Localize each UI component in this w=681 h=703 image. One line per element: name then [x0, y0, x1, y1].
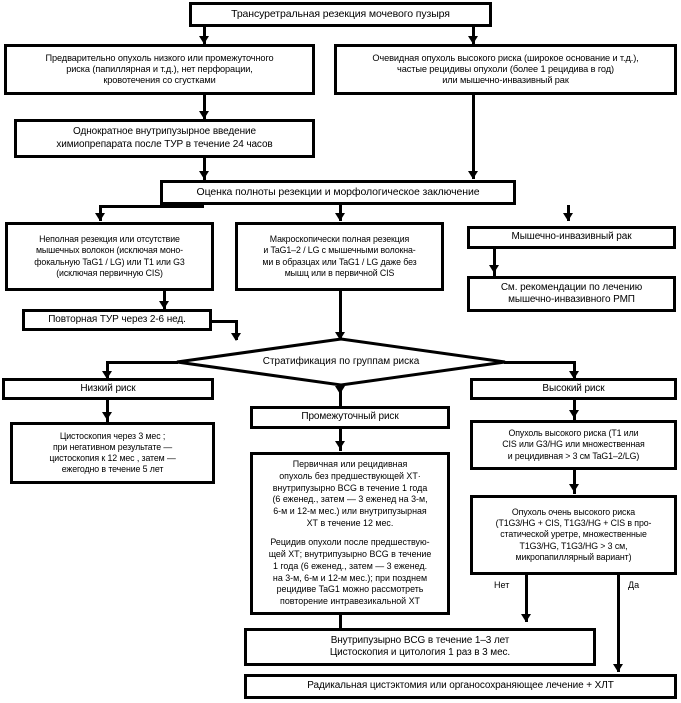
node-risk-stratification-label: Стратификация по группам риска: [262, 356, 420, 367]
connector-high-risk-to-assessment: [472, 95, 475, 179]
arrow-diamond-to-high: [569, 371, 579, 379]
arrow-low-to-followup: [102, 412, 112, 420]
arrow-repeat-to-diamond: [231, 333, 241, 341]
arrow-instillation-to-assessment: [199, 171, 209, 179]
node-radical-cystectomy: Радикальная цистэктомия или органосохран…: [244, 674, 677, 699]
arrow-turbt-left: [199, 36, 209, 44]
connector-high-tumor-to-very-high: [573, 470, 576, 494]
arrow-diamond-to-low: [102, 371, 112, 379]
node-high-risk-tumor: Опухоль высокого риска (T1 или CIS или G…: [470, 420, 677, 470]
edge-label-no: Нет: [494, 580, 510, 590]
arrow-assessment-middle: [335, 213, 345, 221]
connector-repeat-elbow-down: [235, 320, 238, 340]
node-complete-resection: Макроскопически полная резекция и TaG1–2…: [235, 222, 444, 291]
arrow-no-to-bcg: [521, 614, 531, 622]
arrow-high-risk-to-assessment: [468, 171, 478, 179]
connector-intermediate-to-treatment: [339, 429, 342, 451]
arrow-high-to-tumor: [569, 410, 579, 418]
arrow-complete-to-diamond: [335, 332, 345, 340]
connector-repeat-elbow: [210, 320, 238, 323]
connector-diamond-left: [106, 361, 178, 364]
arrow-muscle-invasive-to-recs: [489, 265, 499, 273]
node-repeat-turbt: Повторная ТУР через 2-6 нед.: [22, 309, 212, 331]
connector-diamond-right-down: [573, 361, 576, 378]
node-very-high-risk-tumor: Опухоль очень высокого риска (T1G3/HG + …: [470, 495, 677, 575]
node-low-risk: Низкий риск: [2, 378, 214, 400]
node-bcg-maintenance: Внутрипузырно BCG в течение 1–3 лет Цист…: [244, 628, 596, 666]
arrow-high-tumor-to-very-high: [569, 484, 579, 492]
arrow-assessment-right: [563, 213, 573, 221]
connector-assessment-bus-left: [99, 205, 204, 208]
node-high-risk-obvious: Очевидная опухоль высокого риска (широко…: [334, 44, 677, 95]
connector-incomplete-to-repeat: [163, 291, 166, 309]
node-low-interm-suspected: Предварительно опухоль низкого или проме…: [4, 44, 315, 95]
node-see-recommendations: См. рекомендации по лечению мышечно-инва…: [467, 276, 676, 312]
connector-instillation-to-assessment: [203, 158, 206, 182]
connector-turbt-right: [472, 27, 475, 44]
connector-very-high-no: [525, 575, 528, 622]
node-resection-assessment: Оценка полноты резекции и морфологическо…: [160, 180, 516, 205]
intermediate-treatment-paragraph-1: Первичная или рецидивная опухоль без пре…: [272, 458, 428, 529]
arrow-assessment-left: [95, 213, 105, 221]
node-turbt: Трансуретральная резекция мочевого пузыр…: [189, 2, 492, 27]
connector-diamond-to-intermediate-box: [339, 400, 342, 408]
node-high-risk: Высокий риск: [470, 378, 677, 400]
arrow-incomplete-to-repeat: [159, 301, 169, 309]
edge-label-yes: Да: [628, 580, 640, 590]
arrow-intermediate-to-treatment: [335, 441, 345, 449]
node-single-instillation: Однократное внутрипузырное введение хими…: [14, 119, 315, 158]
arrow-yes-to-cystectomy: [613, 664, 623, 672]
connector-diamond-right: [504, 361, 576, 364]
arrow-to-single-instillation: [199, 111, 209, 119]
connector-turbt-left: [203, 27, 206, 44]
connector-muscle-invasive-to-recs: [493, 249, 496, 276]
connector-low-to-followup: [106, 400, 109, 422]
connector-complete-to-diamond: [339, 291, 342, 339]
node-intermediate-risk: Промежуточный риск: [250, 406, 450, 429]
connector-intermediate-to-bcg: [339, 615, 342, 628]
node-incomplete-resection: Неполная резекция или отсутствие мышечны…: [5, 222, 214, 291]
arrow-diamond-to-intermediate: [335, 386, 345, 394]
node-intermediate-treatment: Первичная или рецидивная опухоль без пре…: [250, 452, 450, 615]
arrow-turbt-right: [468, 36, 478, 44]
connector-very-high-yes: [617, 575, 620, 672]
intermediate-treatment-paragraph-2: Рецидив опухоли после предшествую- щей Х…: [268, 537, 432, 607]
connector-diamond-left-down: [106, 361, 109, 378]
node-low-risk-followup: Цистоскопия через 3 мес ; при негативном…: [10, 422, 215, 484]
connector-to-single-instillation: [203, 95, 206, 119]
node-muscle-invasive: Мышечно-инвазивный рак: [467, 226, 676, 249]
